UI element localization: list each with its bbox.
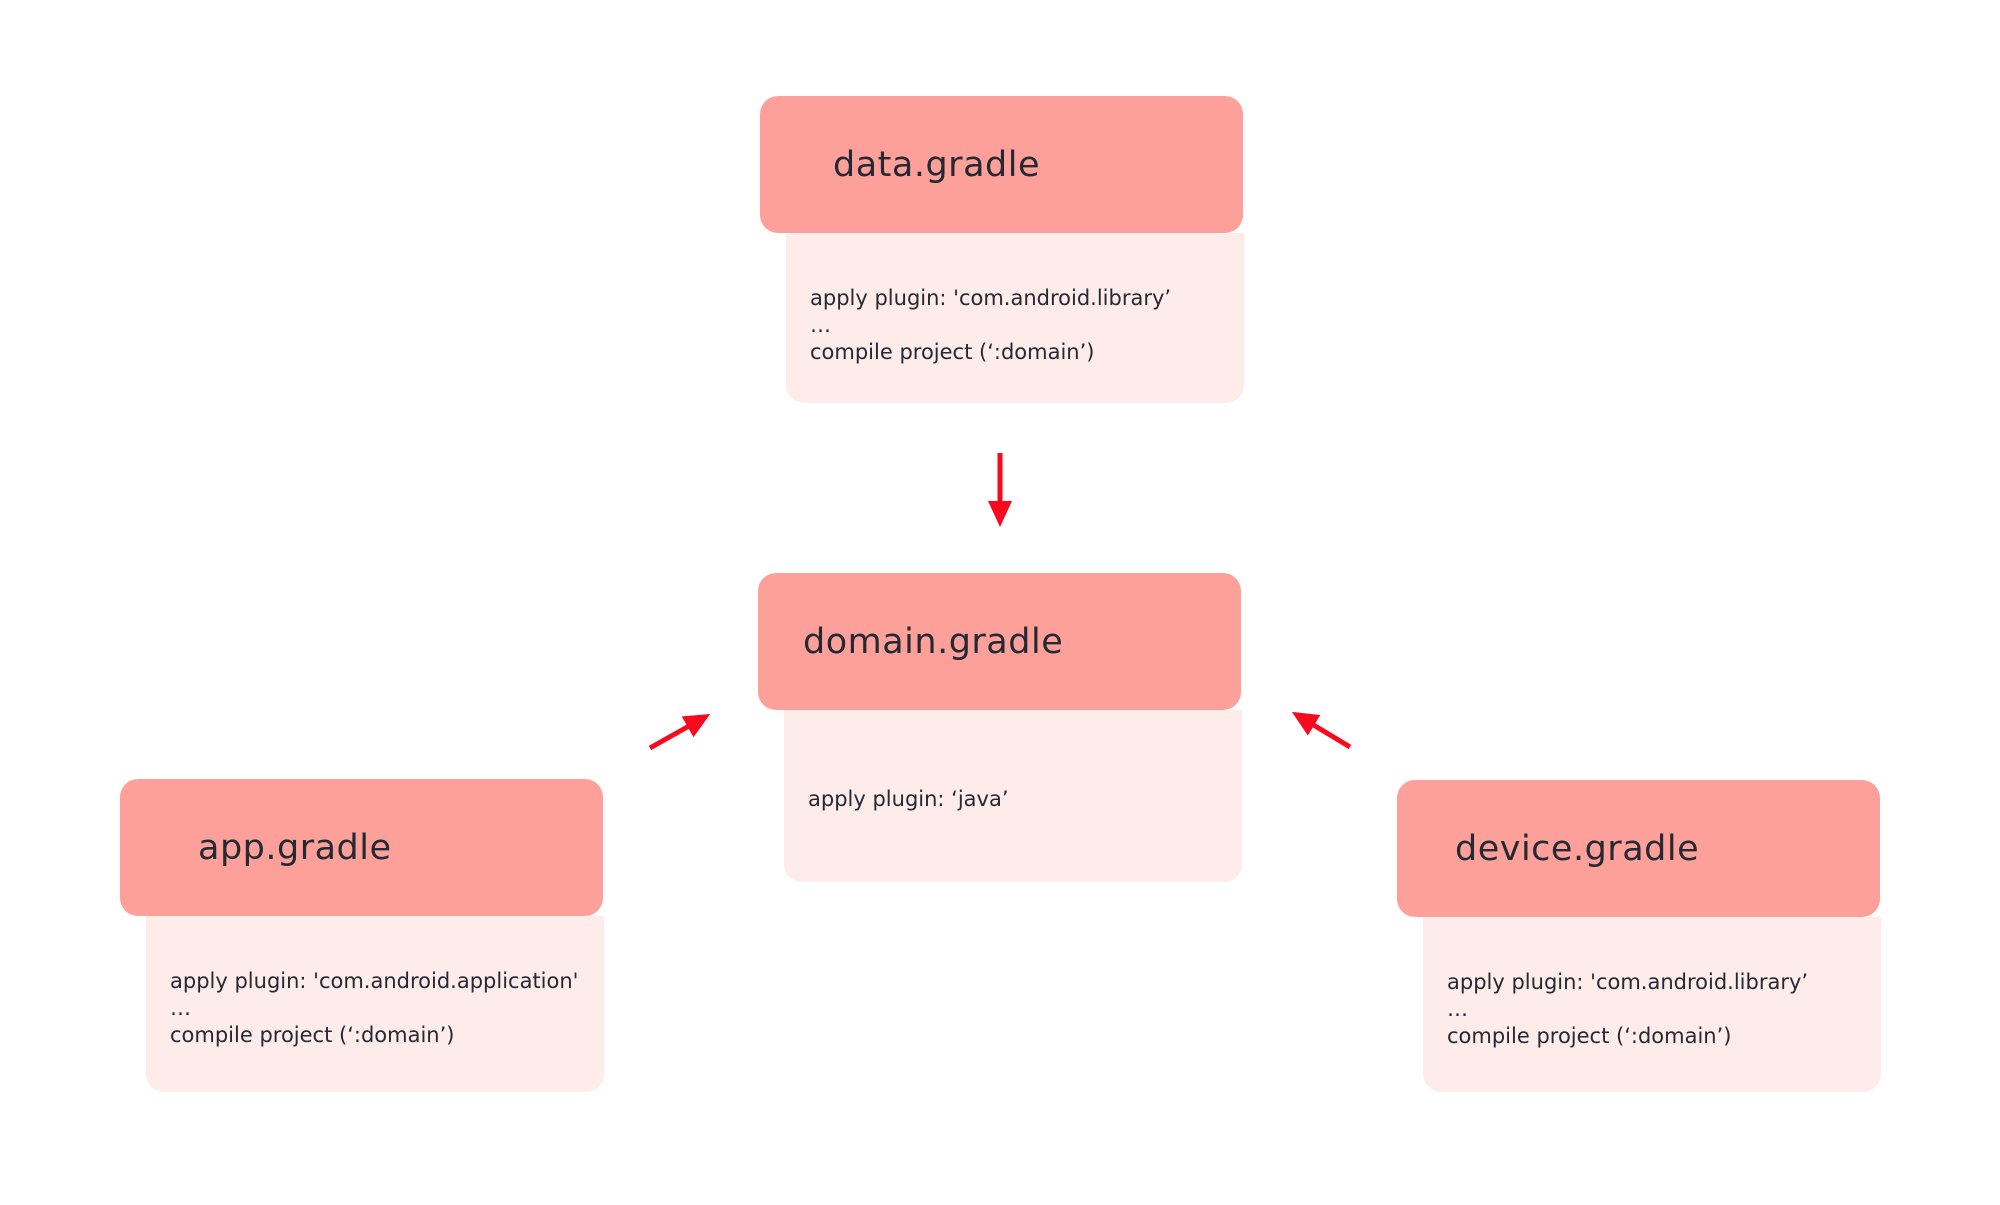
code-line: apply plugin: ‘java’: [808, 787, 1009, 811]
card-body: apply plugin: 'com.android.library’ … co…: [1423, 917, 1881, 1092]
card-body: apply plugin: ‘java’: [784, 710, 1242, 882]
card-header: domain.gradle: [758, 573, 1241, 710]
card-header: data.gradle: [760, 96, 1243, 233]
code-line: …: [1447, 997, 1468, 1021]
card-body: apply plugin: 'com.android.application' …: [146, 916, 604, 1092]
card-title: domain.gradle: [803, 621, 1064, 662]
code-line: apply plugin: 'com.android.application': [170, 969, 579, 993]
card-body: apply plugin: 'com.android.library’ … co…: [786, 233, 1244, 403]
code-line: apply plugin: 'com.android.library’: [1447, 970, 1809, 994]
code-line: compile project (‘:domain’): [1447, 1024, 1732, 1048]
code-line: apply plugin: 'com.android.library’: [810, 286, 1172, 310]
card-title: app.gradle: [198, 827, 392, 868]
code-line: compile project (‘:domain’): [170, 1023, 455, 1047]
card-header: device.gradle: [1397, 780, 1880, 917]
code-line: compile project (‘:domain’): [810, 340, 1095, 364]
arrow-app-to-domain: [648, 714, 711, 751]
card-header: app.gradle: [120, 779, 603, 916]
arrow-device-to-domain: [1291, 711, 1352, 750]
card-title: data.gradle: [833, 144, 1040, 185]
code-line: …: [810, 313, 831, 337]
card-title: device.gradle: [1455, 828, 1700, 869]
code-line: …: [170, 996, 191, 1020]
